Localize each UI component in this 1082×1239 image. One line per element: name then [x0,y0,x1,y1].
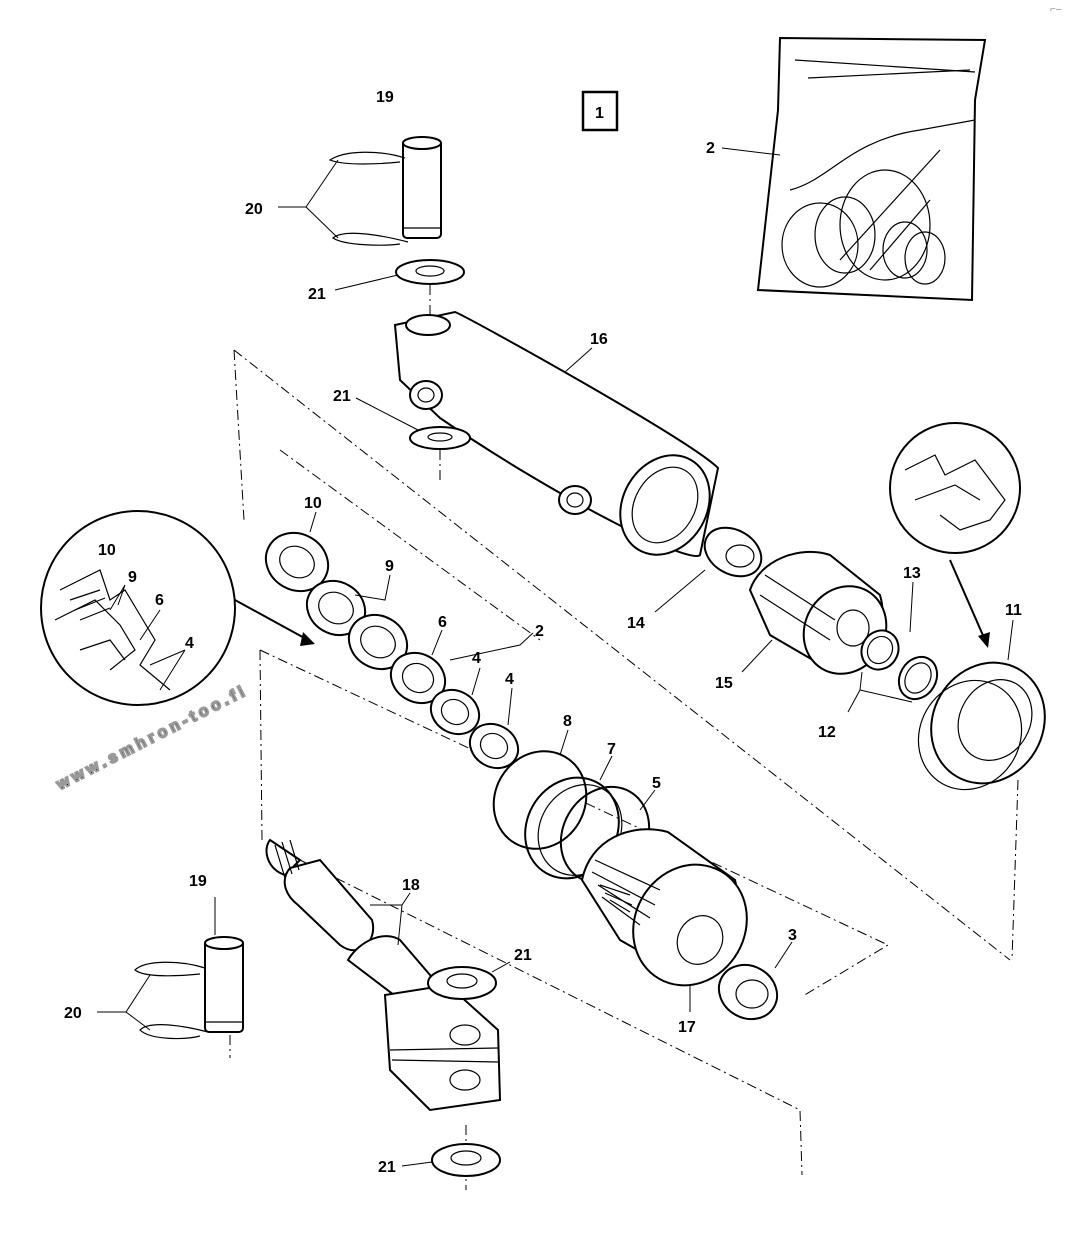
piston-nut [717,963,779,1021]
seal-4b [468,722,520,770]
callout-15: 15 [715,675,733,692]
detail-label-4: 4 [185,635,194,652]
callout-11: 11 [1005,602,1022,619]
callout-10: 10 [304,495,322,512]
callout-4-a: 4 [472,650,481,667]
callout-2-seal: 2 [535,623,544,640]
callout-5: 5 [652,775,661,792]
figure-index-box: 1 [581,90,619,132]
callout-7: 7 [607,741,616,758]
detail-label-10: 10 [98,542,116,559]
callout-3: 3 [788,927,797,944]
o-ring-12 [897,655,939,701]
seal-10 [264,531,330,593]
callout-17: 17 [678,1019,696,1036]
rod-eye [383,983,502,1112]
callout-14: 14 [627,615,645,632]
callout-9: 9 [385,558,394,575]
clip-top-lower [331,232,409,246]
callout-18: 18 [402,877,420,894]
callout-21-mid: 21 [333,388,351,405]
washer-top [395,259,465,285]
piston [580,828,748,987]
seal-4a [429,688,481,736]
callout-19-top: 19 [376,89,394,106]
callout-4-b: 4 [505,671,514,688]
detail-circle-right [889,422,1021,648]
callout-2-bag: 2 [706,140,715,157]
gland-nut [703,526,763,578]
detail-label-6: 6 [155,592,164,609]
callout-21-bottom: 21 [378,1159,396,1176]
callout-16: 16 [590,331,608,348]
callout-20-bottom: 20 [64,1005,82,1022]
cylinder-barrel [393,310,720,557]
callout-8: 8 [563,713,572,730]
callout-12: 12 [818,724,836,741]
clip-top-upper [328,151,406,165]
assembly-centerlines [233,285,1019,1190]
callout-19-bottom: 19 [189,873,207,890]
callout-21-right: 21 [514,947,532,964]
callout-13: 13 [903,565,921,582]
clip-bottom-upper [134,961,206,977]
callout-21-top: 21 [308,286,326,303]
washer-bottom [431,1143,501,1177]
o-ring-13 [860,629,900,671]
washer-right [427,966,497,1000]
corner-mark: ⌐– [1050,4,1062,15]
callout-20-top: 20 [245,201,263,218]
detail-circle-left [40,510,315,706]
pin-bottom [204,936,244,1058]
figure-index-label: 1 [595,105,604,122]
callout-6: 6 [438,614,447,631]
washer-mid [409,426,471,450]
clip-bottom-lower [139,1024,209,1040]
pin-top [402,136,442,239]
detail-label-9: 9 [128,569,137,586]
wiper-ring [917,661,1046,791]
seal-kit-bag [721,36,987,302]
